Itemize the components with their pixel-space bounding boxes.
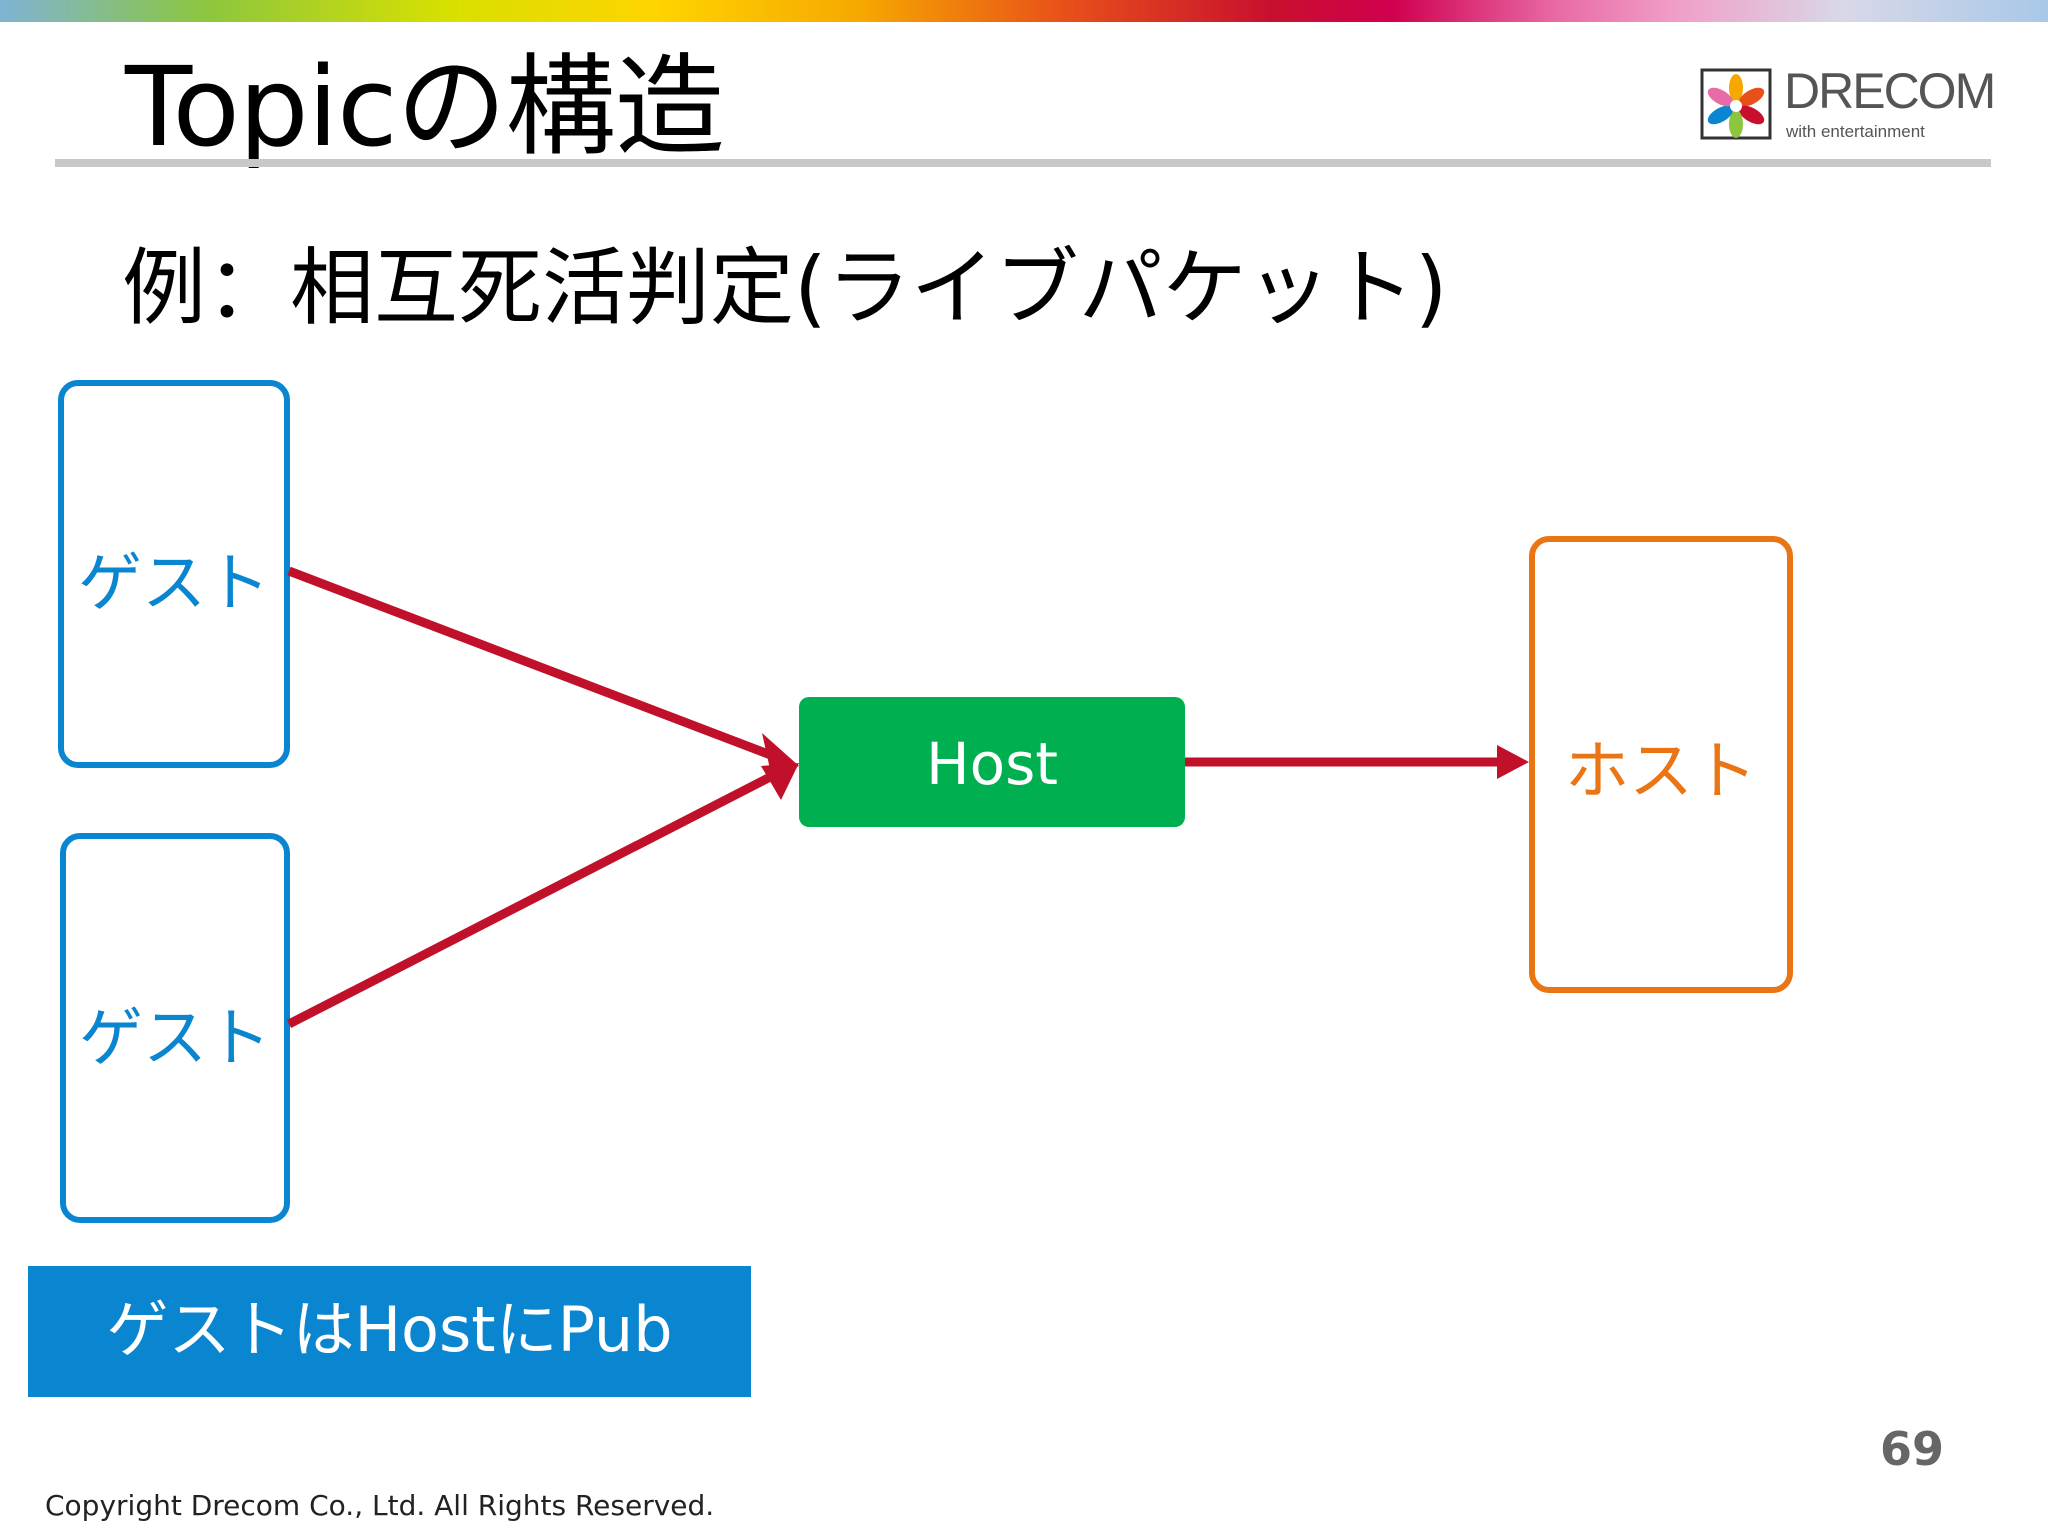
host-topic-block: Host — [799, 697, 1185, 827]
title-divider — [55, 159, 1991, 167]
copyright-notice: Copyright Drecom Co., Ltd. All Rights Re… — [45, 1489, 715, 1522]
arrow-guest-bottom-to-host — [286, 769, 779, 1029]
guest-box-top: ゲスト — [58, 380, 290, 768]
callout-note-text: ゲストはHostにPub — [106, 1293, 673, 1366]
slide-title: Topicの構造 — [125, 43, 725, 171]
logo-wordmark: DRECOM — [1784, 63, 1996, 119]
guest-top-label: ゲスト — [78, 547, 270, 621]
flower-logo-icon — [1700, 68, 1772, 140]
page-number: 69 — [1880, 1422, 1945, 1476]
host-box: ホスト — [1529, 536, 1793, 993]
host-label: ホスト — [1565, 735, 1757, 809]
callout-note: ゲストはHostにPub — [28, 1266, 751, 1397]
guest-box-bottom: ゲスト — [60, 833, 290, 1223]
logo-tagline: with entertainment — [1786, 122, 1925, 141]
arrow-guest-top-to-host — [287, 566, 778, 762]
host-topic-label: Host — [925, 730, 1059, 798]
arrowhead-guest-bottom — [761, 763, 799, 800]
slide-subtitle: 例：相互死活判定(ライブパケット) — [122, 239, 1448, 337]
guest-bottom-label: ゲスト — [79, 1002, 271, 1076]
arrowhead-host — [1497, 745, 1529, 779]
company-logo: DRECOM with entertainment — [1700, 66, 2000, 146]
rainbow-header-bar — [0, 0, 2048, 22]
